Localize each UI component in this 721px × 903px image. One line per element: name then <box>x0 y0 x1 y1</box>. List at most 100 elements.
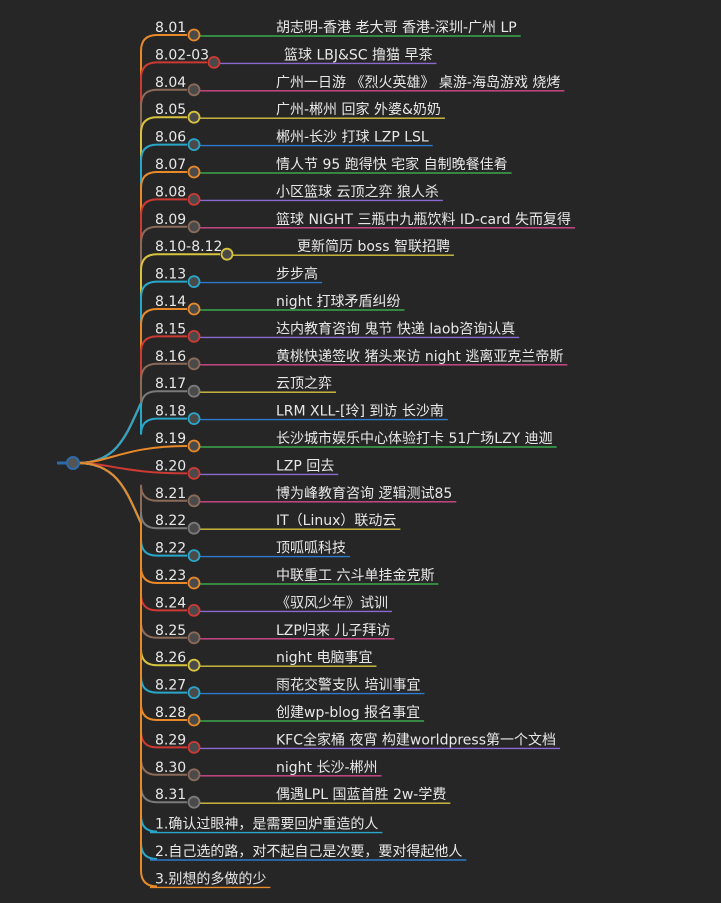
branch-line <box>77 462 158 888</box>
date-label: 8.01 <box>155 20 186 36</box>
date-label: 8.19 <box>155 431 186 447</box>
node-dot[interactable] <box>220 247 234 261</box>
node-dot[interactable] <box>187 412 201 426</box>
node-dot[interactable] <box>187 686 201 699</box>
date-label: 8.31 <box>155 787 186 803</box>
node-dot[interactable] <box>187 220 201 234</box>
date-label: 8.24 <box>155 595 186 611</box>
date-label: 8.30 <box>155 760 186 776</box>
node-dot[interactable] <box>187 439 201 453</box>
date-label: 8.13 <box>155 267 186 283</box>
date-node[interactable]: 8.14 night 打球矛盾纠纷 <box>155 293 400 316</box>
date-label: 8.08 <box>155 184 186 200</box>
date-label: 8.05 <box>155 102 186 118</box>
node-dot[interactable] <box>187 384 201 398</box>
date-label: 8.16 <box>155 349 186 365</box>
node-dot[interactable] <box>207 56 221 69</box>
node-dot[interactable] <box>187 138 201 152</box>
entry-text: 云顶之弈 <box>276 376 332 392</box>
node-dot[interactable] <box>187 604 201 617</box>
node-dot[interactable] <box>187 713 201 727</box>
entry-text: 更新简历 boss 智联招聘 <box>297 238 450 255</box>
entry-text: 偶遇LPL 国蓝首胜 2w-学费 <box>276 787 446 803</box>
date-label: 8.21 <box>155 486 186 502</box>
node-dot[interactable] <box>187 83 201 97</box>
date-node[interactable]: 8.19 长沙城市娱乐中心体验打卡 51广场LZY 迪迦 <box>155 430 553 453</box>
date-label: 8.14 <box>155 294 186 310</box>
node-dot[interactable] <box>187 741 201 754</box>
node-dot[interactable] <box>187 28 201 42</box>
node-dot[interactable] <box>187 275 201 289</box>
note-text[interactable]: 3.别想的多做的少 <box>155 870 266 887</box>
date-node[interactable]: 8.31 偶遇LPL 国蓝首胜 2w-学费 <box>155 787 446 809</box>
date-node[interactable]: 8.15 达内教育咨询 鬼节 快递 laob咨询认真 <box>155 321 515 343</box>
node-dot[interactable] <box>187 576 201 590</box>
entry-text: night 长沙-郴州 <box>276 760 378 776</box>
note-text[interactable]: 1.确认过眼神，是需要回炉重造的人 <box>155 817 378 833</box>
entry-text: 情人节 95 跑得快 宅家 自制晚餐佳肴 <box>276 156 508 173</box>
date-node[interactable]: 8.30 night 长沙-郴州 <box>155 760 378 782</box>
node-dot[interactable] <box>187 110 201 124</box>
node-dot[interactable] <box>187 494 201 508</box>
date-label: 8.22 <box>155 541 186 557</box>
entry-text: 广州-郴州 回家 外婆&奶奶 <box>276 101 441 118</box>
node-dot[interactable] <box>187 302 201 316</box>
node-dot[interactable] <box>187 165 201 179</box>
node-dot[interactable] <box>187 658 201 672</box>
node-dot[interactable] <box>187 357 201 371</box>
date-label: 8.28 <box>155 705 186 721</box>
date-label: 8.09 <box>155 212 186 228</box>
entry-text: 《驭风少年》试训 <box>276 595 388 611</box>
date-label: 8.23 <box>155 568 186 584</box>
node-dot[interactable] <box>187 329 201 343</box>
entry-text: IT（Linux）联动云 <box>276 513 396 529</box>
date-label: 8.10-8.12 <box>155 239 222 255</box>
entry-text: LZP 回去 <box>276 458 334 474</box>
branch-line <box>77 462 158 833</box>
node-dot[interactable] <box>187 795 201 809</box>
entry-text: 达内教育咨询 鬼节 快递 laob咨询认真 <box>276 321 515 337</box>
date-label: 8.06 <box>155 130 186 146</box>
node-dot[interactable] <box>187 466 201 480</box>
node-dot[interactable] <box>187 192 201 206</box>
root-node[interactable] <box>57 456 80 470</box>
date-label: 8.29 <box>155 732 186 748</box>
node-dot[interactable] <box>187 521 201 535</box>
date-node[interactable]: 8.05 广州-郴州 回家 外婆&奶奶 <box>155 101 441 124</box>
note-text[interactable]: 2.自己选的路，对不起自己是次要，要对得起他人 <box>155 843 462 860</box>
node-dot[interactable] <box>187 768 201 782</box>
entry-text: LRM XLL-[玲] 到访 长沙南 <box>276 404 444 420</box>
date-label: 8.15 <box>155 321 186 337</box>
entry-text: night 打球矛盾纠纷 <box>276 293 400 310</box>
date-label: 8.18 <box>155 404 186 420</box>
node-dot[interactable] <box>187 631 201 645</box>
root-dot[interactable] <box>66 456 80 470</box>
date-node[interactable]: 8.24 《驭风少年》试训 <box>155 595 388 617</box>
node-dot[interactable] <box>187 549 201 562</box>
date-node[interactable]: 8.10-8.12 更新简历 boss 智联招聘 <box>155 238 450 261</box>
entry-text: 长沙城市娱乐中心体验打卡 51广场LZY 迪迦 <box>276 430 553 447</box>
date-node[interactable]: 8.18 LRM XLL-[玲] 到访 长沙南 <box>155 404 444 426</box>
